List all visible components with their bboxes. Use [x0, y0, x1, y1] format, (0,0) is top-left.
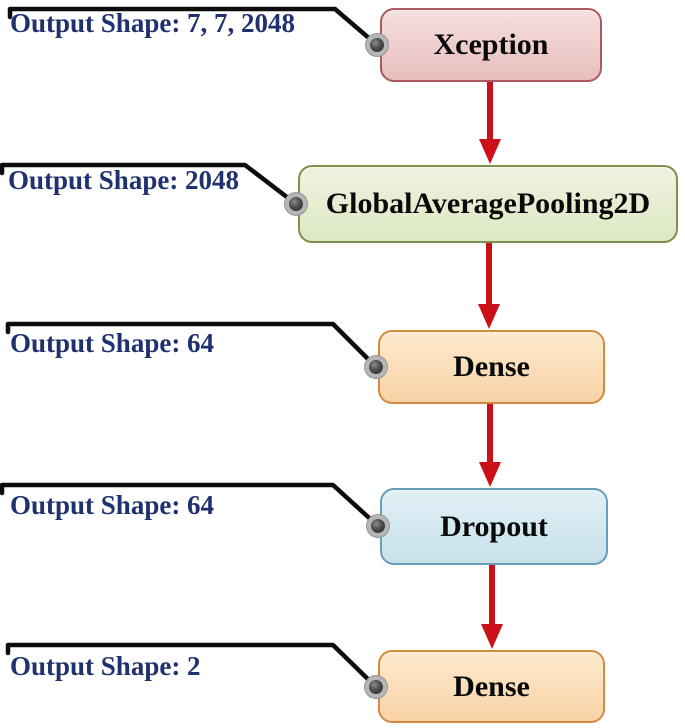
output-shape-label-dense-2: Output Shape: 2 — [10, 651, 201, 681]
node-xception-label: Xception — [433, 28, 549, 61]
node-xception: Xception — [380, 8, 602, 82]
node-globalaveragepooling2d-label: GlobalAveragePooling2D — [325, 187, 651, 220]
node-globalaveragepooling2d: GlobalAveragePooling2D — [298, 165, 678, 243]
node-dense-2-label: Dense — [453, 669, 530, 703]
flow-arrow-head-icon — [479, 462, 501, 487]
node-dense-1-label: Dense — [453, 350, 530, 383]
flow-arrow-head-icon — [479, 139, 501, 164]
flow-arrow-head-icon — [478, 304, 500, 329]
flow-arrow-head-icon — [481, 624, 503, 649]
output-shape-label-dropout: Output Shape: 64 — [10, 490, 215, 520]
node-dense-2: Dense — [378, 650, 605, 723]
node-dense-1: Dense — [378, 330, 605, 404]
output-shape-label-xception: Output Shape: 7, 7, 2048 — [10, 8, 296, 38]
output-shape-label-dense-1: Output Shape: 64 — [10, 328, 215, 358]
node-dropout: Dropout — [380, 488, 608, 565]
node-dropout-label: Dropout — [440, 509, 548, 543]
output-shape-label-gap: Output Shape: 2048 — [8, 165, 240, 195]
